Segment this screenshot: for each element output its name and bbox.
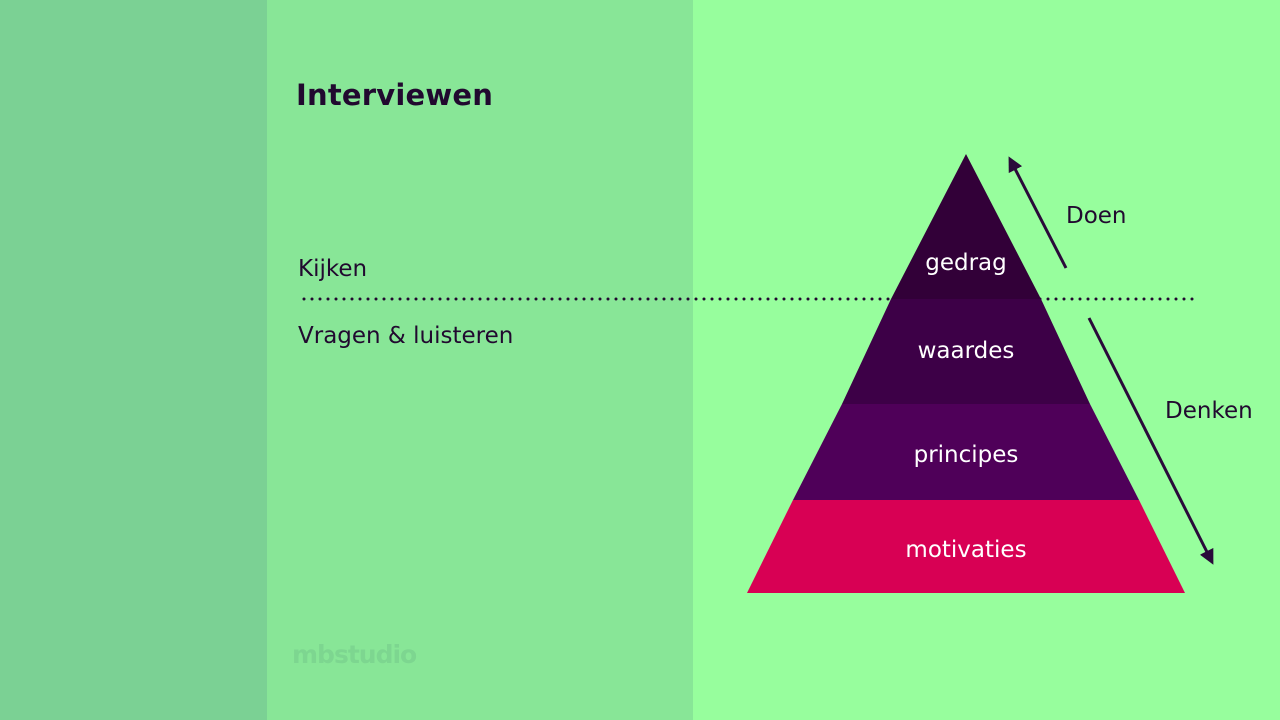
pyramid-layer-motivaties [747,500,1185,593]
layer-label-waardes: waardes [918,338,1015,364]
label-doen: Doen [1066,203,1127,229]
pyramid-layer-principes [793,404,1139,500]
background-band-middle [267,0,693,720]
slide-title: Interviewen [296,78,494,112]
label-denken: Denken [1165,398,1253,424]
arrow-down-denken [1087,317,1214,565]
label-kijken: Kijken [298,256,368,282]
mbstudio-logo: mbstudio [292,640,417,669]
layer-label-motivaties: motivaties [905,537,1026,563]
pyramid-layer-waardes [842,299,1090,404]
label-vragen-luisteren: Vragen & luisteren [298,323,514,349]
pyramid-layer-gedrag [891,154,1041,299]
layer-label-gedrag: gedrag [925,250,1007,276]
layer-label-principes: principes [914,442,1019,468]
background-band-left [0,0,267,720]
arrow-up-doen [1008,156,1068,269]
